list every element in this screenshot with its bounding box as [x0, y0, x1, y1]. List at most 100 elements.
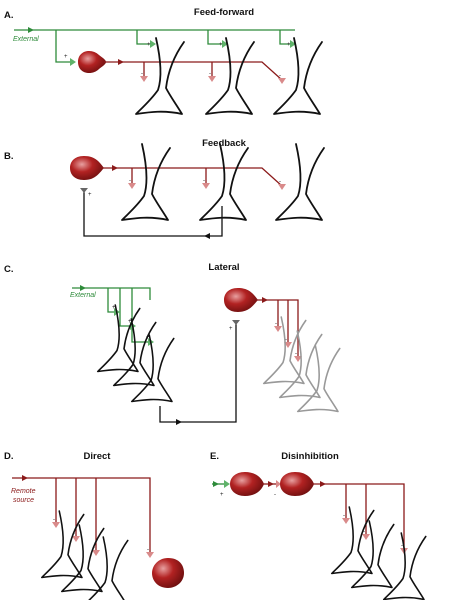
plus-sign: +	[88, 192, 92, 198]
pyramidal-neuron	[130, 334, 175, 403]
inhibitory-axon	[312, 483, 405, 548]
inhibitory-synapse-icon	[146, 552, 154, 558]
external-to-pyramid-3	[279, 30, 290, 45]
inhibitory-synapse-icon	[202, 183, 210, 189]
panel-d-title: Direct	[84, 451, 112, 462]
panel-c-title: Lateral	[208, 262, 239, 273]
pyramidal-neuron	[40, 510, 85, 579]
minus-sign: -	[363, 529, 365, 535]
plus-sign: +	[219, 42, 223, 48]
external-input-label: External	[70, 292, 96, 299]
panel-b-title: Feedback	[202, 138, 247, 149]
panel-b-letter: B.	[4, 151, 14, 162]
feedback-synapse-icon	[80, 188, 88, 193]
remote-source-axon	[12, 477, 151, 552]
pyramidal-neuron-inactive	[296, 344, 341, 413]
minus-sign: -	[203, 178, 205, 184]
minus-sign: -	[141, 71, 143, 77]
minus-sign: -	[295, 351, 297, 357]
pyramidal-neuron	[275, 143, 325, 221]
minus-sign: -	[129, 178, 131, 184]
lateral-arrow-icon	[176, 419, 182, 425]
excitatory-synapse-icon	[224, 480, 230, 488]
minus-sign: -	[209, 71, 211, 77]
external-to-pyramid-1	[136, 30, 150, 45]
plus-sign: +	[64, 54, 68, 60]
remote-source-label-line1: Remote	[11, 488, 36, 495]
panel-direct: D. Direct Remote source - - - -	[4, 451, 184, 600]
minus-sign: -	[285, 337, 287, 343]
interneuron-soma	[230, 472, 264, 496]
inhibitory-arrow-icon	[268, 481, 274, 487]
interneuron-soma	[280, 472, 314, 496]
excitatory-synapse-icon	[290, 40, 296, 48]
feedback-synapse-icon	[232, 320, 240, 325]
minus-sign: -	[147, 547, 149, 553]
plus-sign: +	[287, 42, 291, 48]
plus-sign: +	[220, 492, 224, 498]
external-input-line	[72, 287, 151, 300]
inhibitory-axon	[100, 167, 283, 187]
inhibitory-synapse-icon	[342, 518, 350, 524]
excitatory-arrow-icon	[213, 481, 219, 487]
inhibitory-synapse-icon	[52, 522, 60, 528]
interneuron-soma	[70, 156, 104, 180]
lateral-pathway-line	[159, 324, 237, 423]
minus-sign: -	[401, 543, 403, 549]
pyramidal-neuron	[273, 37, 323, 115]
minus-sign: -	[274, 492, 276, 498]
inhibitory-synapse-icon	[294, 356, 302, 362]
inhibitory-synapse-icon	[278, 78, 286, 84]
inhibitory-synapse-icon	[140, 76, 148, 82]
inhibitory-synapse-icon	[92, 550, 100, 556]
minus-sign: -	[53, 517, 55, 523]
inhibitory-arrow-icon	[22, 475, 28, 481]
inhibitory-synapse-icon	[284, 342, 292, 348]
remote-source-label-line2: source	[13, 497, 34, 504]
inhibitory-arrow-icon	[112, 165, 118, 171]
excitatory-synapse-icon	[70, 58, 76, 66]
external-to-interneuron	[55, 30, 70, 63]
interneuron-soma	[152, 558, 184, 588]
inhibitory-synapse-icon	[72, 536, 80, 542]
pyramidal-neuron	[382, 532, 427, 600]
panel-feedback: B. Feedback - - - +	[4, 138, 325, 239]
inhibitory-synapse-icon	[128, 183, 136, 189]
panel-a-title: Feed-forward	[194, 7, 254, 18]
feedback-loop-line	[83, 192, 223, 237]
excitatory-arrow-icon	[28, 27, 34, 33]
pyramidal-neuron	[330, 506, 375, 575]
external-to-pyramid-2	[207, 30, 222, 45]
panel-e-title: Disinhibition	[281, 451, 339, 462]
excitatory-arrow-icon	[80, 285, 86, 291]
external-input-label: External	[13, 36, 39, 43]
inhibitory-arrow-icon	[320, 481, 326, 487]
minus-sign: -	[343, 513, 345, 519]
plus-sign: +	[229, 326, 233, 332]
pyramidal-neuron	[112, 318, 157, 387]
panel-lateral: C. Lateral External + + + + - - -	[4, 262, 341, 425]
inhibitory-axon	[104, 61, 283, 81]
external-branch-1	[107, 288, 114, 313]
interneuron-soma	[224, 288, 258, 312]
pyramidal-neuron	[350, 520, 395, 589]
inhibitory-arrow-icon	[118, 59, 124, 65]
minus-sign: -	[279, 73, 281, 79]
inhibitory-arrow-icon	[262, 297, 268, 303]
panel-e-letter: E.	[210, 451, 219, 462]
pyramidal-neuron	[60, 524, 105, 593]
inhibitory-synapse-icon	[276, 480, 281, 488]
interneuron-soma	[78, 50, 106, 74]
inhibitory-synapse-icon	[278, 184, 286, 190]
panel-feed-forward: A. Feed-forward External + + + + - - -	[4, 7, 323, 115]
inhibitory-synapse-icon	[274, 326, 282, 332]
plus-sign: +	[146, 335, 150, 341]
panel-d-letter: D.	[4, 451, 14, 462]
minus-sign: -	[279, 179, 281, 185]
inhibitory-synapse-icon	[362, 534, 370, 540]
pyramidal-neuron	[199, 143, 249, 221]
plus-sign: +	[147, 42, 151, 48]
panel-disinhibition: E. Disinhibition + - - - -	[210, 451, 427, 600]
minus-sign: -	[275, 321, 277, 327]
